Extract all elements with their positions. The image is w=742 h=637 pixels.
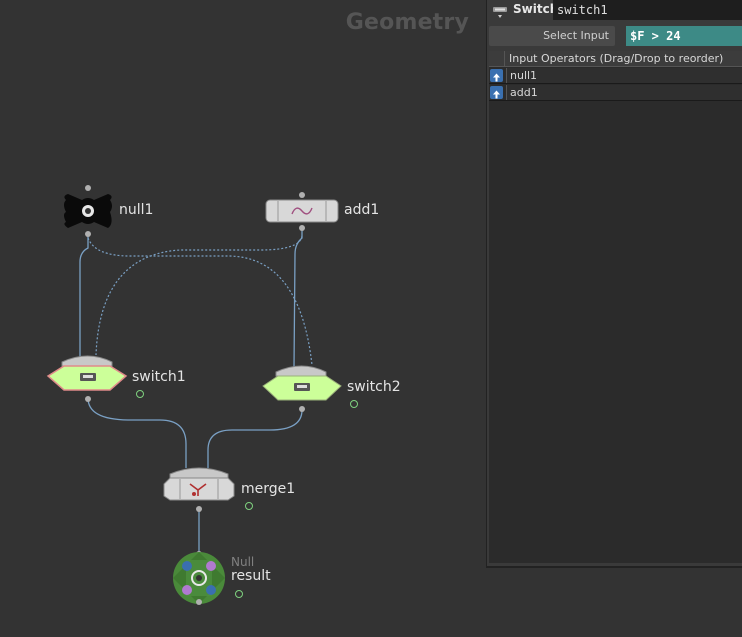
flag-icon <box>235 590 243 598</box>
wave-icon <box>291 207 313 215</box>
wire-null1-switch2-dotted <box>87 237 313 366</box>
node-label-switch2: switch2 <box>347 379 401 395</box>
op-type-label: Switch <box>513 2 559 16</box>
merge-icon <box>189 483 207 496</box>
list-item[interactable]: add1 <box>489 85 742 101</box>
node-null1[interactable] <box>64 185 112 237</box>
flag-icon <box>136 390 144 398</box>
select-input-field[interactable]: $F > 24 <box>626 26 742 46</box>
arrow-up-icon[interactable] <box>490 69 503 82</box>
node-type-result: Null <box>231 555 255 569</box>
input-operators-list[interactable]: Input Operators (Drag/Drop to reorder) n… <box>489 51 742 563</box>
node-label-merge1: merge1 <box>241 481 296 497</box>
node-label-result: result <box>231 568 271 584</box>
node-result[interactable] <box>173 551 243 605</box>
switch-op-icon <box>493 7 507 18</box>
node-add1[interactable] <box>265 192 339 231</box>
wire-add1-switch1-dotted <box>95 235 303 356</box>
wire-switch2-merge1 <box>207 409 303 468</box>
node-label-add1: add1 <box>344 202 380 218</box>
select-input-label: Select Input <box>489 26 615 46</box>
node-switch2[interactable] <box>262 365 358 412</box>
wire-null1-switch1 <box>79 236 89 360</box>
arrow-up-icon[interactable] <box>490 86 503 99</box>
op-name-field[interactable] <box>553 0 742 20</box>
node-label-null1: null1 <box>119 202 154 218</box>
list-item-label: add1 <box>506 85 742 100</box>
list-header: Input Operators (Drag/Drop to reorder) <box>489 51 742 67</box>
context-label: Geometry <box>345 10 469 35</box>
panel-header: Switch <box>487 0 742 22</box>
wire-add1-switch2 <box>293 230 303 368</box>
null-output-icon <box>191 570 207 586</box>
node-merge1[interactable] <box>163 467 253 512</box>
list-header-title: Input Operators (Drag/Drop to reorder) <box>509 52 724 65</box>
list-item-label: null1 <box>506 68 742 83</box>
parameter-panel: Switch Select Input $F > 24 Input Operat… <box>486 0 742 568</box>
wire-switch1-merge1 <box>87 397 187 468</box>
node-label-switch1: switch1 <box>132 369 186 385</box>
node-switch1[interactable] <box>46 355 144 402</box>
list-item[interactable]: null1 <box>489 68 742 84</box>
flag-icon <box>350 400 358 408</box>
flag-icon <box>245 502 253 510</box>
